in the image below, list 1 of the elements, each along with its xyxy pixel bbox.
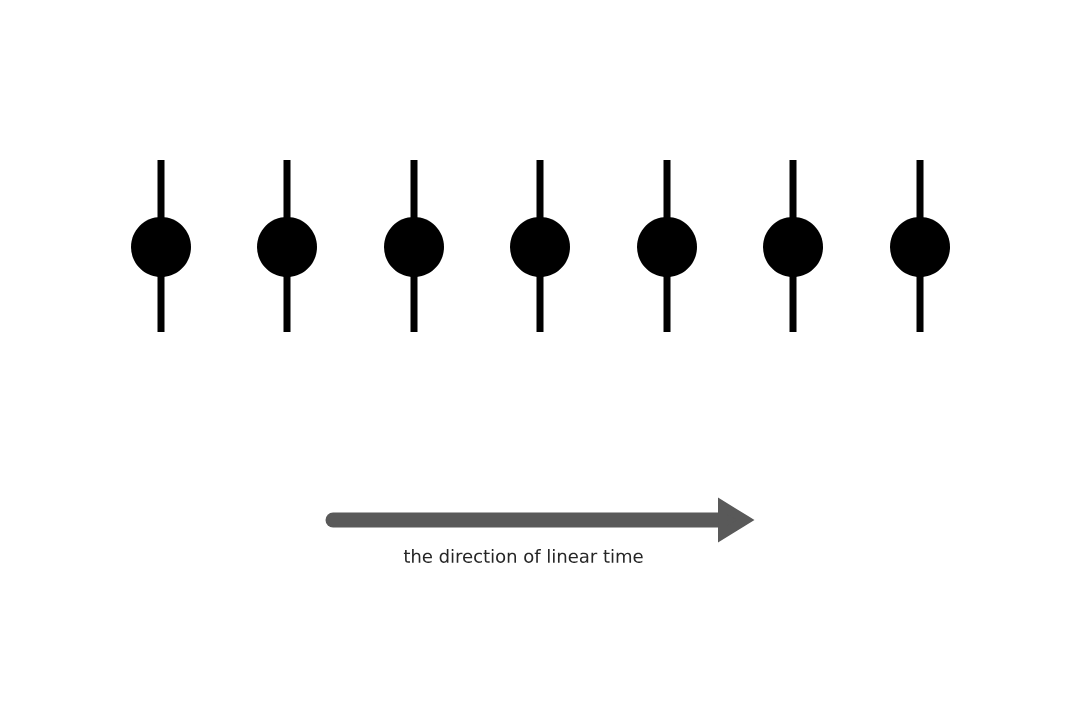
arrow-caption: the direction of linear time: [403, 549, 643, 563]
